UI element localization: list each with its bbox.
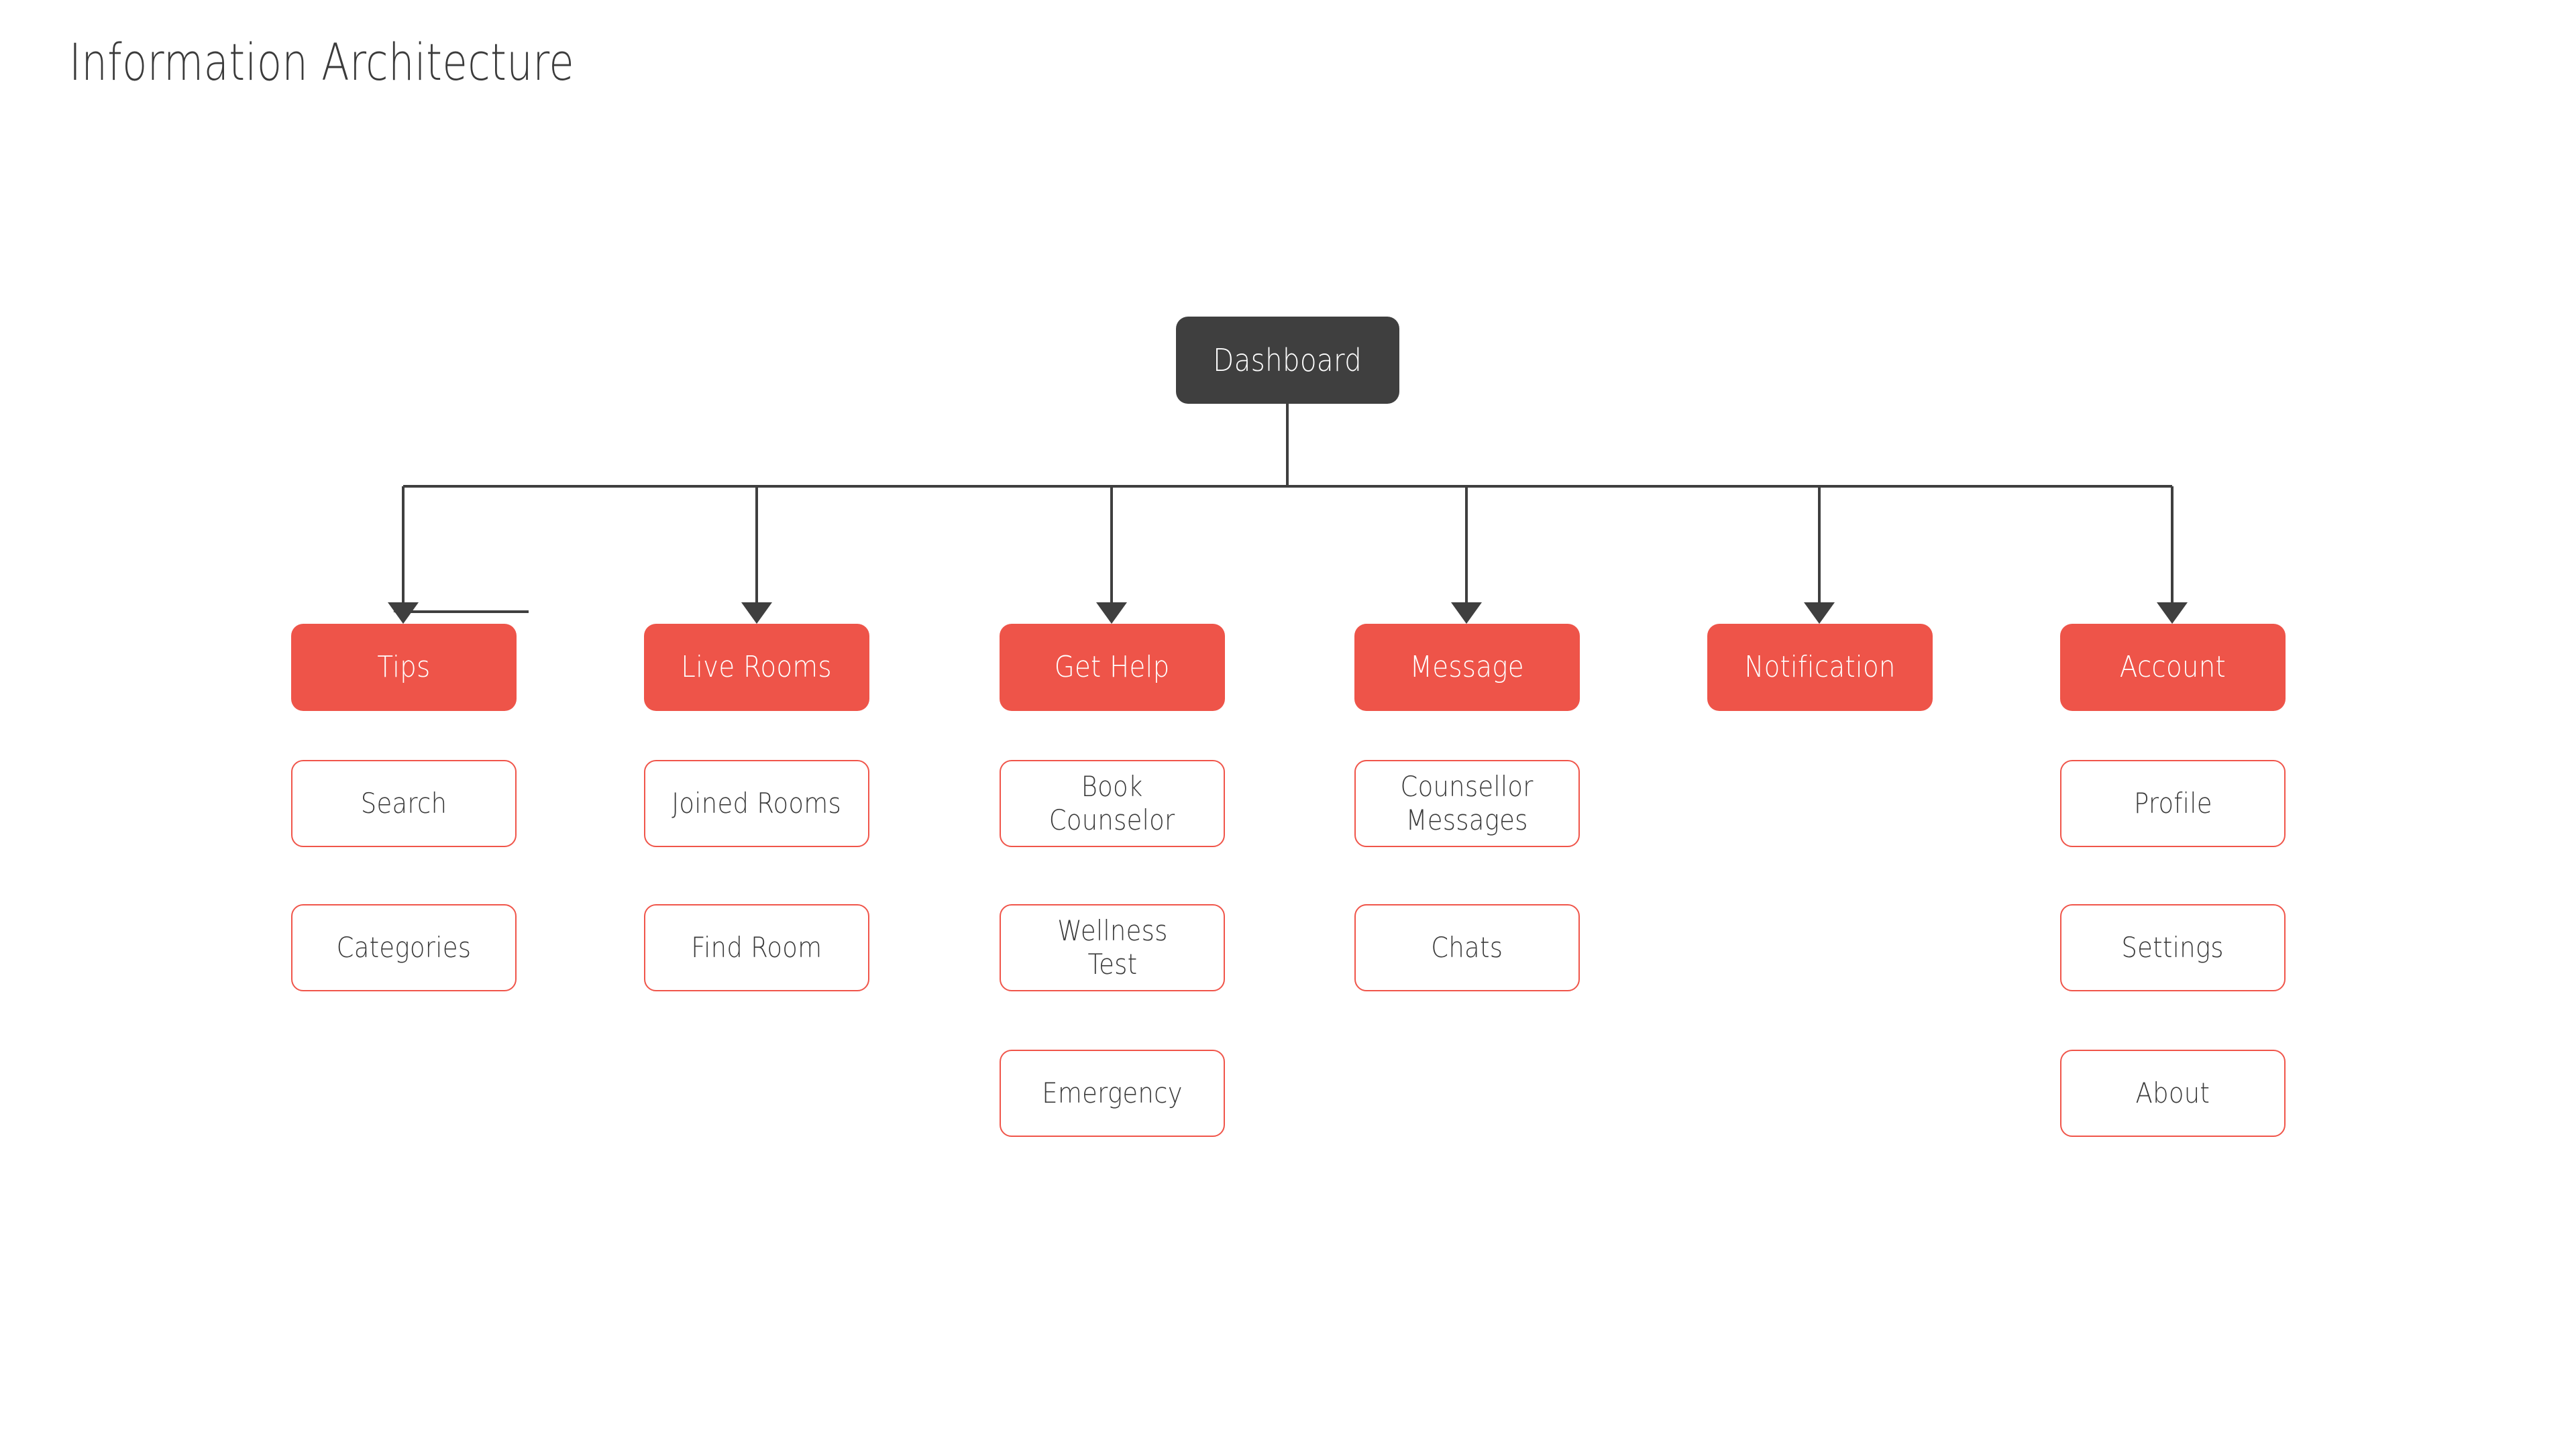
arrowhead-message (1451, 602, 1482, 624)
node-categories-label: Categories (336, 931, 472, 965)
node-book-counselor[interactable]: Book Counselor (1000, 760, 1225, 847)
arrowhead-account (2157, 602, 2188, 624)
node-find-room-label: Find Room (691, 931, 822, 965)
node-joined-rooms-label: Joined Rooms (672, 787, 842, 820)
node-joined-rooms[interactable]: Joined Rooms (644, 760, 869, 847)
node-emergency[interactable]: Emergency (1000, 1050, 1225, 1137)
node-notification-label: Notification (1744, 650, 1896, 685)
node-live-rooms[interactable]: Live Rooms (644, 624, 869, 711)
node-search[interactable]: Search (291, 760, 517, 847)
node-find-room[interactable]: Find Room (644, 904, 869, 991)
node-message[interactable]: Message (1354, 624, 1580, 711)
node-live-rooms-label: Live Rooms (681, 650, 833, 685)
node-tips[interactable]: Tips (291, 624, 517, 711)
node-wellness-test-label: Wellness Test (1057, 914, 1168, 981)
node-account-label: Account (2119, 650, 2226, 685)
node-about-label: About (2135, 1077, 2210, 1110)
arrowhead-tips (388, 602, 419, 624)
node-wellness-test[interactable]: Wellness Test (1000, 904, 1225, 991)
node-get-help[interactable]: Get Help (1000, 624, 1225, 711)
node-get-help-label: Get Help (1055, 650, 1170, 685)
node-counsellor-messages[interactable]: Counsellor Messages (1354, 760, 1580, 847)
node-chats[interactable]: Chats (1354, 904, 1580, 991)
node-counsellor-messages-label: Counsellor Messages (1400, 770, 1534, 836)
arrowhead-get-help (1096, 602, 1127, 624)
node-message-label: Message (1409, 650, 1525, 685)
node-notification[interactable]: Notification (1707, 624, 1933, 711)
node-categories[interactable]: Categories (291, 904, 517, 991)
page-title: Information Architecture (69, 32, 575, 92)
node-chats-label: Chats (1431, 931, 1503, 965)
node-about[interactable]: About (2060, 1050, 2286, 1137)
arrowhead-live-rooms (741, 602, 772, 624)
node-settings[interactable]: Settings (2060, 904, 2286, 991)
node-profile-label: Profile (2133, 787, 2212, 820)
node-profile[interactable]: Profile (2060, 760, 2286, 847)
node-tips-label: Tips (377, 650, 431, 685)
node-dashboard-label: Dashboard (1213, 341, 1362, 378)
node-account[interactable]: Account (2060, 624, 2286, 711)
arrowhead-notification (1804, 602, 1835, 624)
node-emergency-label: Emergency (1042, 1077, 1183, 1110)
node-settings-label: Settings (2121, 931, 2224, 965)
node-search-label: Search (360, 787, 447, 820)
node-book-counselor-label: Book Counselor (1049, 770, 1175, 836)
node-dashboard[interactable]: Dashboard (1176, 317, 1399, 404)
